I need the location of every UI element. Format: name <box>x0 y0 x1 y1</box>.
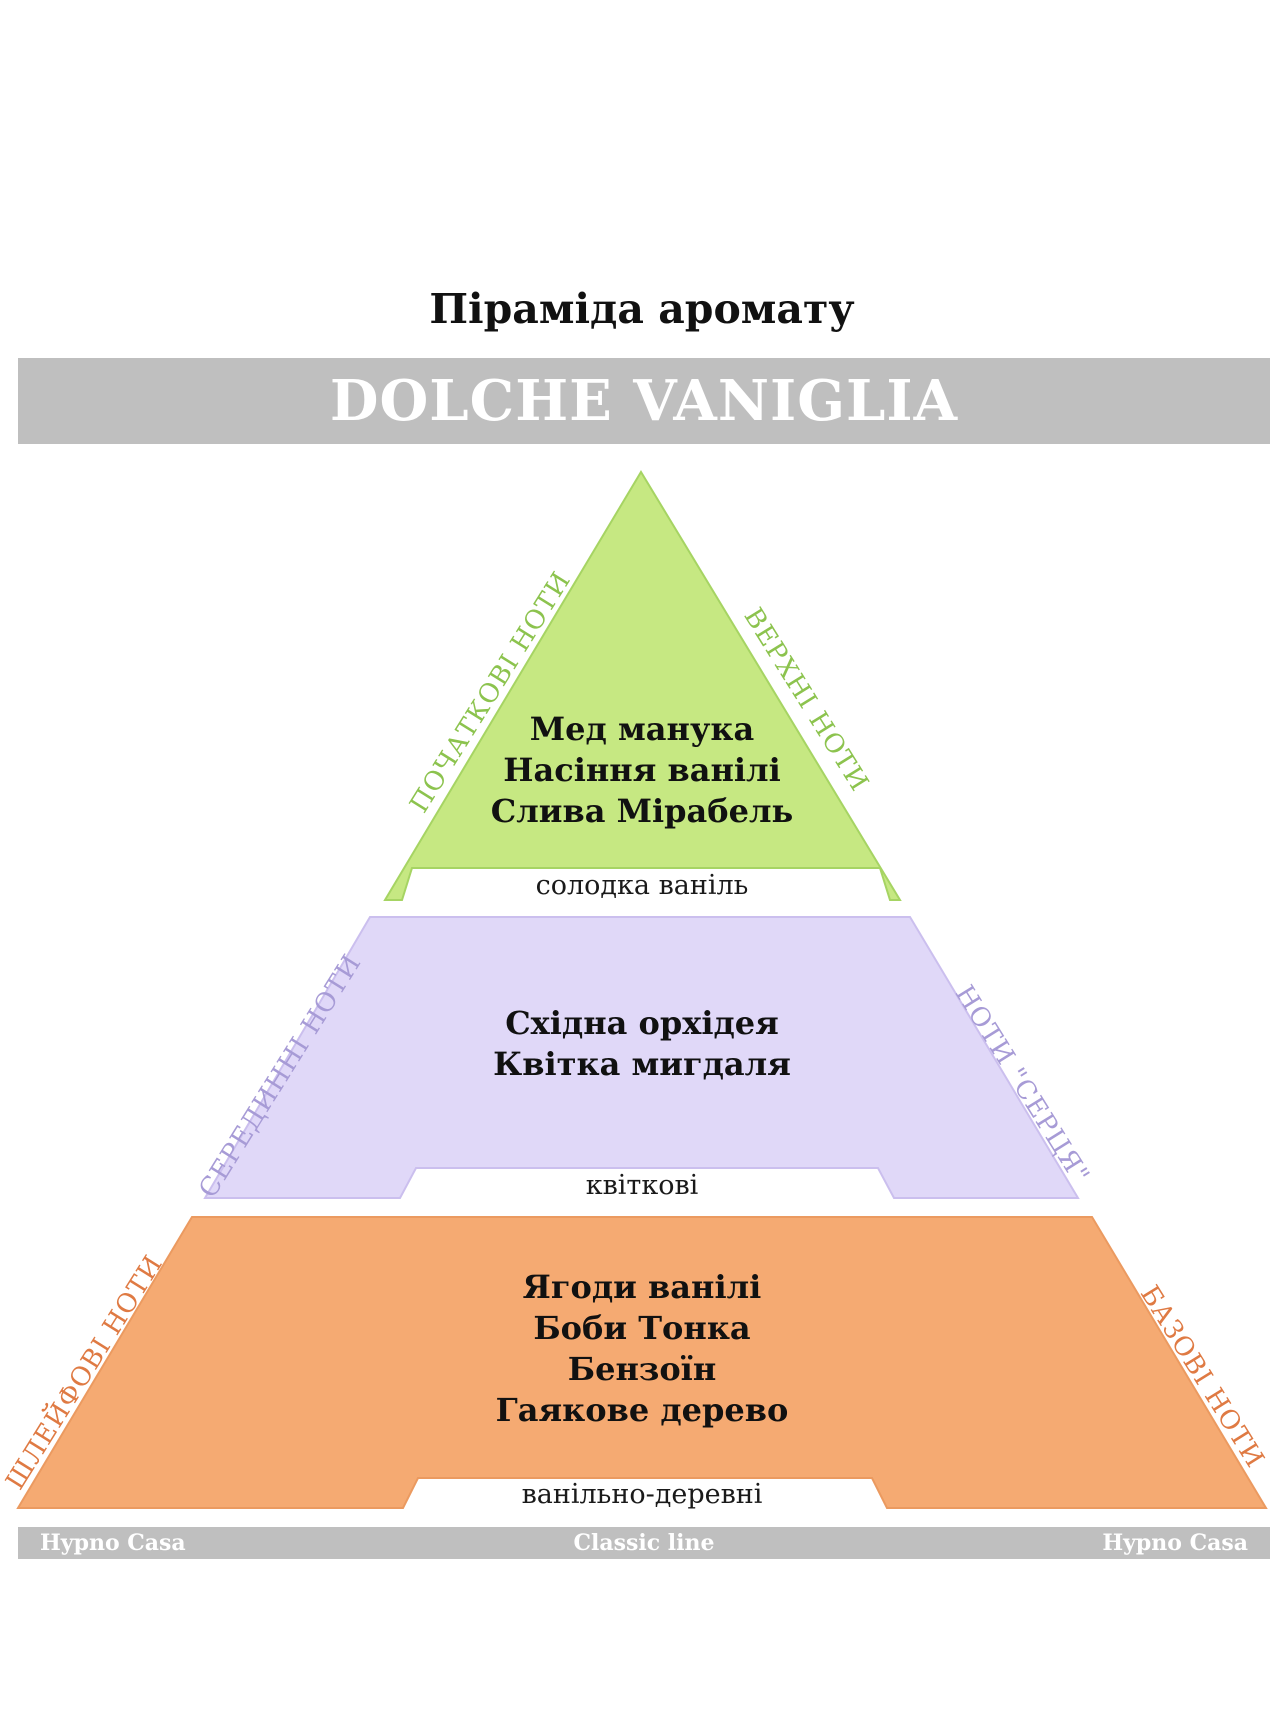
base-note: Ягоди ванілі <box>522 1268 762 1306</box>
top-note: Насіння ванілі <box>503 751 781 789</box>
product-name: DOLCHE VANIGLIA <box>329 368 959 434</box>
base-note: Боби Тонка <box>533 1309 751 1347</box>
top-tier-shape <box>383 470 902 901</box>
page-title: Піраміда аромату <box>429 285 855 333</box>
footer-line-name: Classic line <box>573 1530 715 1556</box>
base-note: Бензоїн <box>567 1350 717 1388</box>
middle-note: Квітка мигдаля <box>493 1045 791 1083</box>
top-subtitle: солодка ваніль <box>535 870 749 901</box>
base-notes-list: Ягоди ванілі Боби Тонка Бензоїн Гаякове … <box>0 1267 1284 1431</box>
top-notes-list: Мед манука Насіння ванілі Слива Мірабель <box>0 709 1284 832</box>
top-note: Слива Мірабель <box>490 792 794 830</box>
top-note: Мед манука <box>529 710 755 748</box>
product-name-banner: DOLCHE VANIGLIA <box>18 358 1270 444</box>
middle-subtitle: квіткові <box>585 1170 699 1201</box>
footer-left-brand: Hypno Casa <box>40 1530 186 1556</box>
middle-note: Східна орхідея <box>505 1004 779 1042</box>
base-subtitle: ванільно-деревні <box>521 1479 763 1510</box>
footer-bar: Hypno Casa Classic line Hypno Casa <box>18 1527 1270 1559</box>
middle-tier-shape <box>203 916 1080 1199</box>
base-tier-shape <box>16 1216 1268 1509</box>
footer-right-brand: Hypno Casa <box>1102 1530 1248 1556</box>
middle-notes-list: Східна орхідея Квітка мигдаля <box>0 1003 1284 1085</box>
base-note: Гаякове дерево <box>495 1391 789 1429</box>
